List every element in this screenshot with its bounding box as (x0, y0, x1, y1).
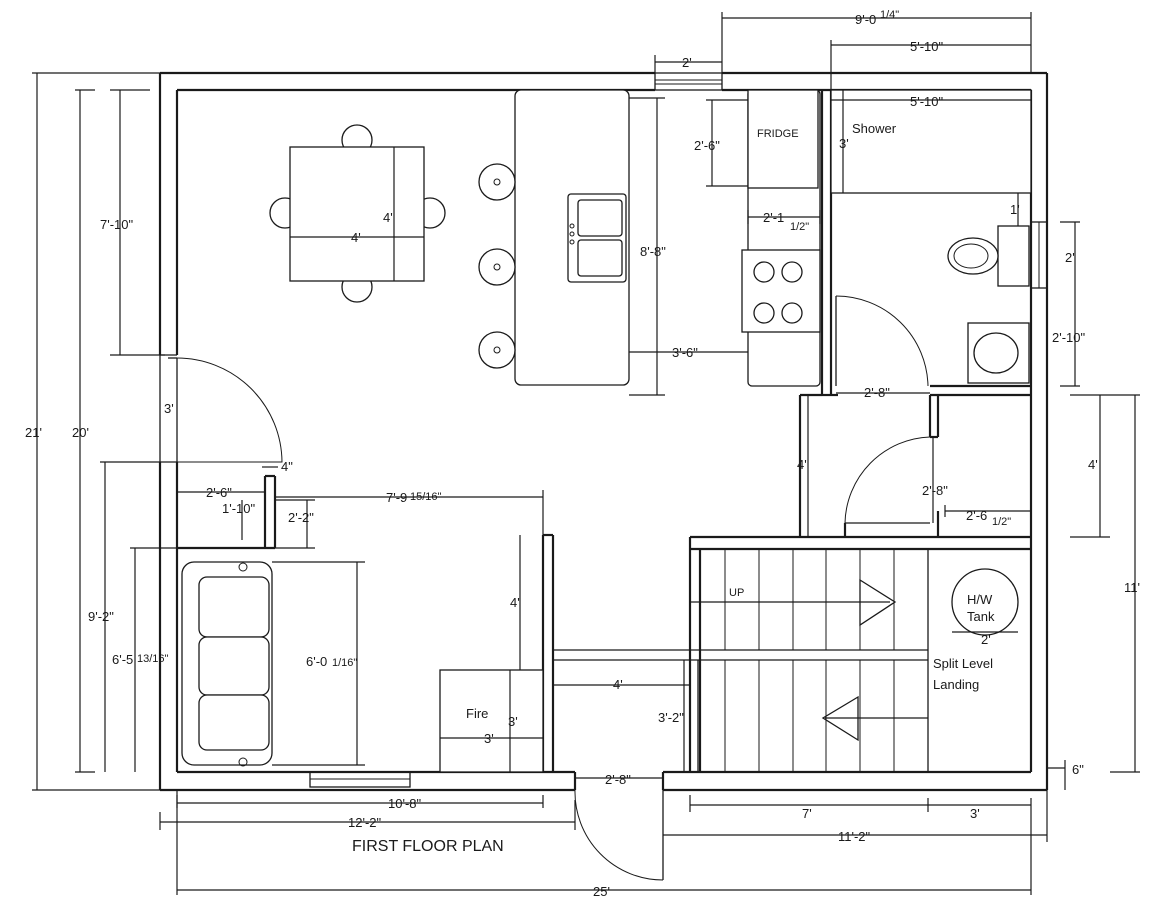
dim-hall-wall: 2'-6 (966, 508, 987, 523)
dimension-lines (32, 12, 1140, 895)
dim-toilet-width: 2' (1065, 250, 1075, 265)
dim-sofa-offset: 6'-5 (112, 652, 133, 667)
hall (690, 395, 1031, 551)
dim-tank-w: 2' (981, 632, 991, 647)
dim-closet-w: 2'-6" (206, 485, 232, 500)
split-label-1: Split Level (933, 656, 993, 671)
dim-hall-right: 4' (1088, 457, 1098, 472)
dim-hall-height: 4' (797, 457, 807, 472)
dim-fire-h: 3' (508, 714, 518, 729)
dim-bottom-7: 7' (802, 806, 812, 821)
shower-label: Shower (852, 121, 897, 136)
stove (741, 249, 821, 333)
sofa (181, 561, 273, 767)
up-label: UP (729, 587, 744, 599)
hw-label-2: Tank (967, 609, 995, 624)
left-door (159, 354, 283, 463)
dim-hall-door: 2'-8" (922, 483, 948, 498)
plan-title: FIRST FLOOR PLAN (352, 838, 504, 855)
dim-shower-width-inner: 5'-10" (910, 94, 944, 109)
dim-door-left: 3' (164, 401, 174, 416)
vanity (967, 322, 1030, 384)
dim-left-total: 20' (72, 425, 89, 440)
fire-label: Fire (466, 706, 488, 721)
dim-closet-small: 4" (281, 459, 293, 474)
dim-table-h: 4' (383, 210, 393, 225)
dim-closet-side: 2'-2" (288, 510, 314, 525)
dim-bottom-overall: 25' (593, 884, 610, 899)
bottom-door (574, 789, 664, 881)
closet (177, 474, 277, 550)
dim-fridge-width: 2'-1 (763, 210, 784, 225)
dim-sofa-length-frac: 1/16" (332, 657, 357, 669)
dim-island-clear: 3'-6" (672, 345, 698, 360)
bathroom: Shower (800, 89, 1032, 397)
dining-table (269, 124, 446, 303)
dim-closet-depth: 1'-10" (222, 501, 256, 516)
dim-vanity-width: 2'-10" (1052, 330, 1086, 345)
stairs: UP H/W Tank Split Level Landing (553, 537, 1019, 772)
table (289, 146, 425, 282)
dim-toilet-clear: 1' (1010, 202, 1020, 217)
stool (478, 248, 516, 286)
dim-stair-clear: 3'-2" (658, 710, 684, 725)
exterior-walls (158, 71, 1049, 792)
dimension-labels: 9'-0 1/4" 5'-10" 5'-10" 2' 2'-6" 3' 2'-1… (25, 9, 1140, 899)
fridge-label: FRIDGE (757, 128, 799, 140)
dim-fire-w: 3' (484, 731, 494, 746)
hw-label-1: H/W (967, 592, 993, 607)
dim-sofa-offset-frac: 13/16" (137, 653, 169, 665)
fireplace-wall: Fire (439, 533, 555, 773)
dim-fridge-depth: 2'-6" (694, 138, 720, 153)
dim-bottom-12-2: 12'-2" (348, 815, 382, 830)
shower (830, 89, 1032, 194)
fireplace (439, 669, 544, 773)
dim-entry-door: 2'-8" (605, 772, 631, 787)
dim-overall-height: 21' (25, 425, 42, 440)
top-window (654, 72, 723, 91)
toilet (947, 225, 1030, 287)
dim-shower-width-top: 5'-10" (910, 39, 944, 54)
dim-wall-4b: 4' (613, 677, 623, 692)
hw-tank (951, 568, 1019, 636)
dim-wall-4: 4' (510, 595, 520, 610)
dim-top-overall: 9'-0 (855, 12, 876, 27)
stool (478, 163, 516, 201)
dim-shower-depth: 3' (839, 136, 849, 151)
dim-right-total: 11' (1124, 580, 1140, 595)
dim-left-upper: 7'-10" (100, 217, 134, 232)
dim-top-overall-frac: 1/4" (880, 9, 899, 21)
kitchen: FRIDGE (478, 89, 821, 387)
dim-window-top: 2' (682, 55, 692, 70)
dim-living-width-frac: 15/16" (410, 491, 442, 503)
dim-bottom-10-8: 10'-8" (388, 796, 422, 811)
dim-bottom-11-2: 11'-2" (838, 829, 871, 844)
dim-sofa-length: 6'-0 (306, 654, 327, 669)
stool (478, 331, 516, 369)
dim-bottom-right-offset: 6" (1072, 762, 1084, 777)
fridge (747, 89, 819, 189)
dim-table-w: 4' (351, 230, 361, 245)
dim-island-length: 8'-8" (640, 244, 666, 259)
dim-bottom-3: 3' (970, 806, 980, 821)
dim-fridge-width-frac: 1/2" (790, 221, 809, 233)
split-label-2: Landing (933, 677, 979, 692)
dim-left-lower: 9'-2" (88, 609, 114, 624)
dim-hall-wall-frac: 1/2" (992, 516, 1011, 528)
dim-living-width: 7'-9 (386, 490, 407, 505)
dim-bath-door: 2'-8" (864, 385, 890, 400)
